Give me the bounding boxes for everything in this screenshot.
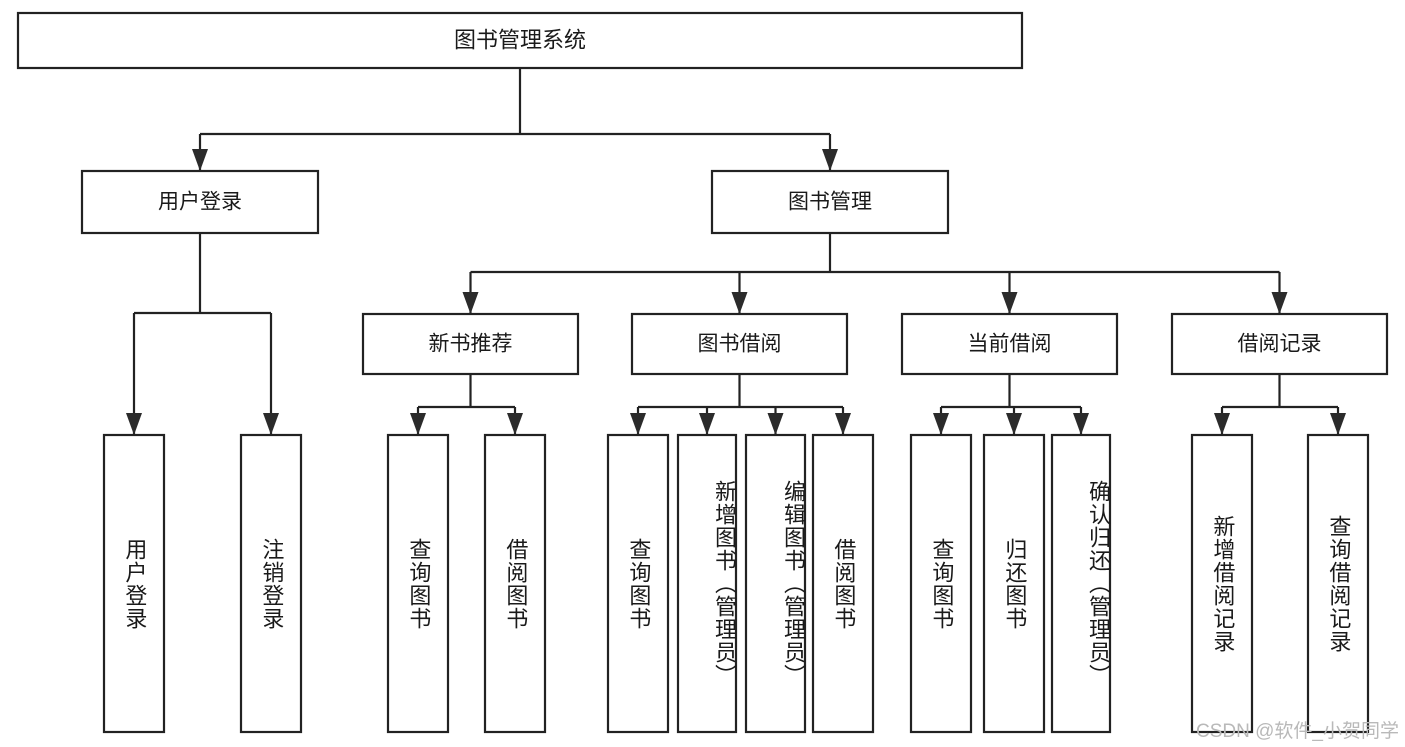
root-to-l2-arrow-0 [192,149,208,171]
user-login-to-leaves-arrow-0 [126,413,142,435]
node-box-leaf-query-book-2[interactable] [606,433,670,734]
book-borrow-to-leaves-arrow-0 [630,413,646,435]
current-borrow-to-leaves-arrow-1 [1006,413,1022,435]
bookmanage-to-l3-arrow-2 [1001,292,1018,314]
node-box-leaf-add-record[interactable] [1190,433,1254,734]
csdn-watermark: CSDN @软件_小贺同学 [1196,721,1399,742]
node-box-leaf-borrow-book-2[interactable] [811,433,875,734]
node-box-leaf-return-book[interactable] [982,433,1046,734]
connector-layer [126,68,1346,435]
node-box-leaf-confirm-return[interactable] [1050,433,1112,734]
node-box-leaf-user-logout[interactable] [239,433,303,734]
node-box-leaf-query-book-1[interactable] [386,433,450,734]
bookmanage-to-l3-arrow-1 [731,292,748,314]
node-label-book-manage: 图书管理 [788,191,872,214]
borrow-record-to-leaves-arrow-1 [1330,413,1346,435]
bookmanage-to-l3-arrow-0 [462,292,479,314]
node-box-leaf-borrow-book-1[interactable] [483,433,547,734]
bookmanage-to-l3-arrow-3 [1271,292,1288,314]
node-box-leaf-query-book-3[interactable] [909,433,973,734]
node-label-book-borrow: 图书借阅 [698,333,782,356]
current-borrow-to-leaves-arrow-0 [933,413,949,435]
node-box-leaf-edit-book[interactable] [744,433,807,734]
new-book-recommend-to-leaves-arrow-1 [507,413,523,435]
node-box-new-book-recommend[interactable] [361,312,580,376]
node-box-leaf-add-book[interactable] [676,433,738,734]
root-to-l2-arrow-1 [822,149,838,171]
node-label-current-borrow: 当前借阅 [968,333,1052,356]
box-layer [16,11,1389,734]
node-label-root: 图书管理系统 [454,27,586,52]
node-label-user-login: 用户登录 [158,191,242,214]
book-borrow-to-leaves-arrow-3 [835,413,851,435]
node-box-user-login[interactable] [80,169,320,235]
node-box-book-borrow[interactable] [630,312,849,376]
borrow-record-to-leaves-arrow-0 [1214,413,1230,435]
node-box-book-manage[interactable] [710,169,950,235]
node-label-borrow-record: 借阅记录 [1238,333,1322,356]
node-box-root[interactable] [16,11,1024,70]
book-borrow-to-leaves-arrow-2 [767,413,784,435]
new-book-recommend-to-leaves-arrow-0 [410,413,426,435]
node-box-borrow-record[interactable] [1170,312,1389,376]
book-borrow-to-leaves-arrow-1 [699,413,715,435]
node-label-new-book-recommend: 新书推荐 [429,333,513,356]
current-borrow-to-leaves-arrow-2 [1073,413,1089,435]
node-box-leaf-user-login[interactable] [102,433,166,734]
node-box-leaf-query-record[interactable] [1306,433,1370,734]
user-login-to-leaves-arrow-1 [263,413,279,435]
node-box-current-borrow[interactable] [900,312,1119,376]
